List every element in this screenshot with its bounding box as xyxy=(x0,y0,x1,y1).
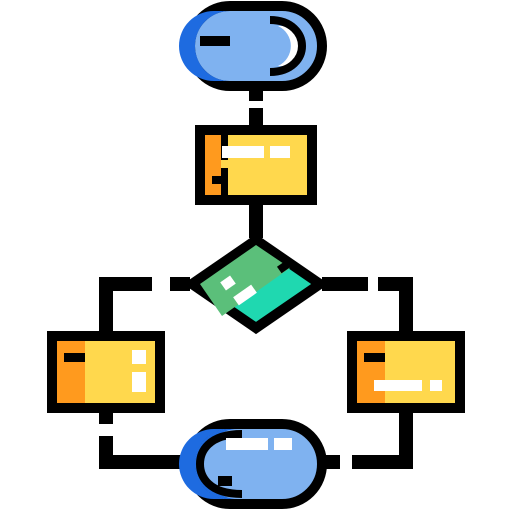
process-left-highlight-1 xyxy=(132,350,146,364)
start-terminal-notch xyxy=(200,36,230,46)
process-right-shape xyxy=(347,331,465,413)
start-terminal-shade xyxy=(179,11,230,81)
process-right-band xyxy=(385,341,392,403)
process-left-shape xyxy=(47,331,165,413)
end-terminal-highlight-1 xyxy=(226,438,268,450)
decision-highlight-1 xyxy=(220,275,236,291)
connector-decision-right-segment-2 xyxy=(378,277,413,334)
process-top-shape xyxy=(195,125,317,205)
process-left-notch xyxy=(64,353,86,362)
decision-shade xyxy=(200,245,290,316)
process-right-highlight-1 xyxy=(374,380,422,391)
connector-left-to-end-segment-2 xyxy=(99,436,192,469)
end-terminal-inner-arc xyxy=(195,430,243,498)
process-right-highlight-2 xyxy=(430,380,442,391)
process-left-shade xyxy=(57,341,85,403)
connector-lines xyxy=(99,88,413,469)
connector-right-to-end-segment-1 xyxy=(352,410,413,469)
process-left-highlight-2 xyxy=(132,372,146,392)
process-right-shade xyxy=(357,341,385,403)
end-terminal-shape xyxy=(179,419,327,509)
process-top-shade xyxy=(205,135,221,195)
connector-decision-left-segment-2 xyxy=(99,277,152,334)
end-terminal-highlight-2 xyxy=(274,438,292,450)
decision-highlight-2 xyxy=(233,284,257,306)
process-top-notch xyxy=(212,176,226,184)
decision-shape xyxy=(183,233,329,335)
end-terminal-notch xyxy=(218,476,232,486)
start-terminal-inner-arc xyxy=(269,16,307,76)
start-terminal-shape xyxy=(179,1,327,91)
decision-notch xyxy=(276,258,294,274)
process-top-highlight-1 xyxy=(222,146,264,158)
end-terminal-shade xyxy=(179,429,230,499)
process-left-band xyxy=(85,341,92,403)
process-right-notch xyxy=(364,353,386,362)
process-top-highlight-2 xyxy=(270,146,290,158)
